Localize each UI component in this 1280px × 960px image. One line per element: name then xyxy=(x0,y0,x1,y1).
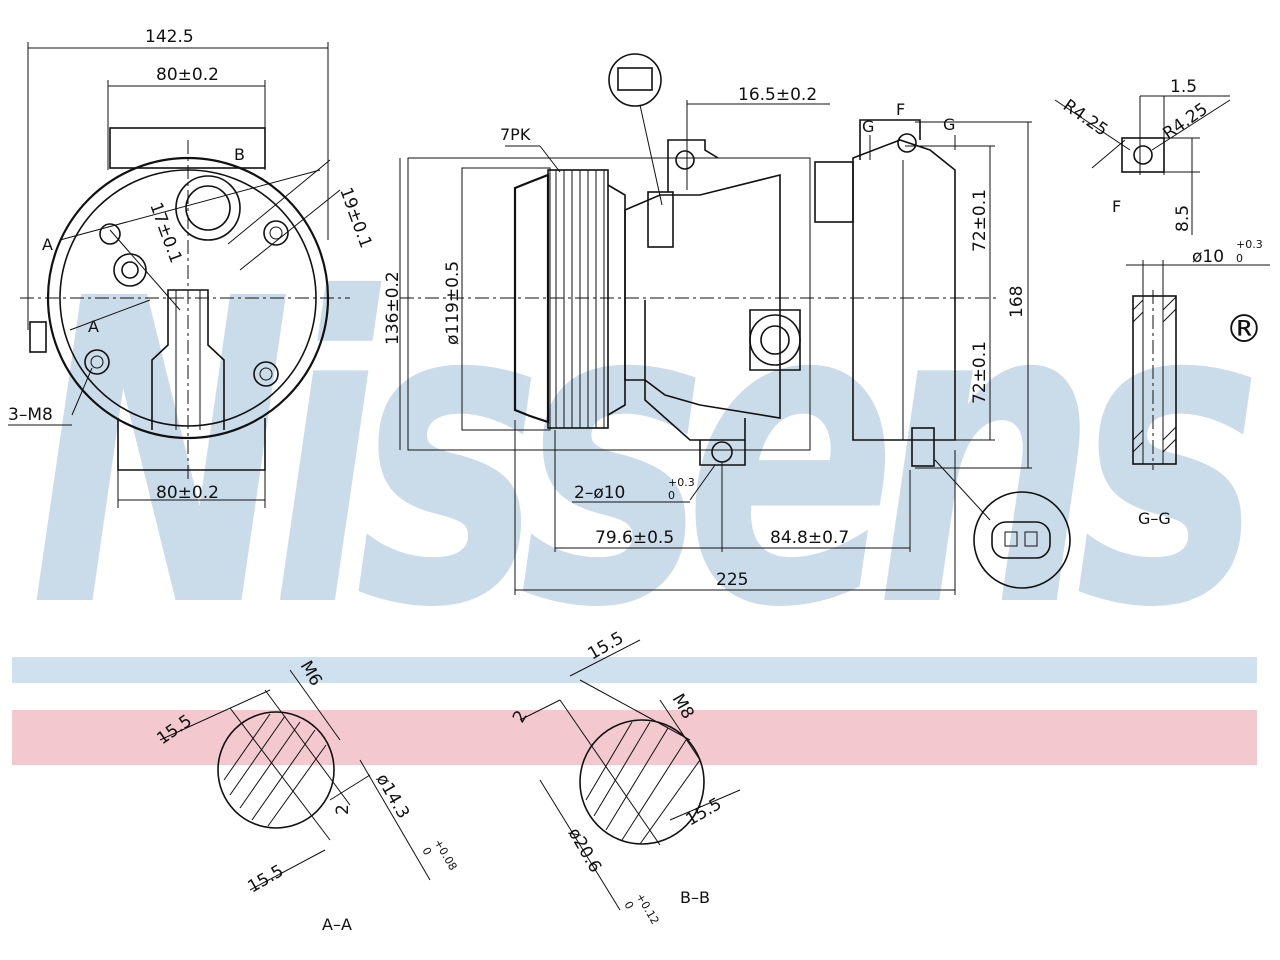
side-pulley-dim-box xyxy=(461,167,551,431)
front-hole-2 xyxy=(263,220,289,246)
dim-front-width-top: 80±0.2 xyxy=(156,65,219,85)
section-gg-dia-tol-upper: +0.3 xyxy=(1236,238,1263,251)
section-bb-dia-tol-lower: 0 xyxy=(621,899,636,912)
watermark-registered-mark: ® xyxy=(1225,307,1263,351)
side-rear-head xyxy=(852,139,956,441)
side-top-connector xyxy=(608,53,662,107)
front-hole-1 xyxy=(84,349,110,375)
section-bb-dia: ø20.6 xyxy=(564,825,605,877)
side-compressor-body xyxy=(624,173,781,419)
section-aa-circle xyxy=(217,711,335,829)
side-view: 136±0.2 ø119±0.5 7PK xyxy=(383,53,1071,595)
section-aa-d3: 2 xyxy=(333,804,353,815)
dim-side-offset-top: 16.5±0.2 xyxy=(738,85,817,105)
dim-side-mount-holes-tol-upper: +0.3 xyxy=(668,476,695,489)
dim-side-len-a: 79.6±0.5 xyxy=(595,528,674,548)
side-section-mark-f: F xyxy=(896,100,905,119)
side-bottom-connector-stub xyxy=(911,427,935,467)
front-port-b xyxy=(175,175,241,241)
watermark-band-red xyxy=(12,710,1257,765)
dim-side-mount-holes: 2–ø10 xyxy=(574,483,625,503)
section-bb-circle xyxy=(579,719,705,845)
dim-front-width-bottom: 80±0.2 xyxy=(156,483,219,503)
front-section-mark-a-upper: A xyxy=(42,235,53,254)
dim-side-height-136: 136±0.2 xyxy=(383,271,403,345)
section-aa-d4: 15.5 xyxy=(245,861,288,897)
detail-f-height: 8.5 xyxy=(1173,205,1193,232)
side-top-mount xyxy=(667,139,719,192)
detail-f-slot xyxy=(1121,137,1165,173)
dim-side-mount-holes-tol-lower: 0 xyxy=(668,489,675,502)
watermark-band-blue xyxy=(12,657,1257,683)
front-side-lug xyxy=(29,321,47,353)
dim-front-width-overall: 142.5 xyxy=(145,27,194,47)
section-gg-dia-tol-lower: 0 xyxy=(1236,252,1243,265)
dim-side-len-total: 225 xyxy=(716,570,748,590)
section-aa-title: A–A xyxy=(322,915,352,934)
dim-side-half-upper: 72±0.1 xyxy=(970,189,990,252)
section-bb-dia-tol-upper: +0.12 xyxy=(633,891,661,927)
section-gg-body xyxy=(1132,295,1177,465)
watermark-brand-text: Nissens xyxy=(30,211,1252,700)
dim-side-height-168: 168 xyxy=(1007,286,1027,318)
dim-side-half-lower: 72±0.1 xyxy=(970,341,990,404)
detail-f-width: 1.5 xyxy=(1170,77,1197,97)
side-pulley-grooves xyxy=(547,169,609,429)
side-section-mark-g-left: G xyxy=(862,117,874,136)
section-aa-dia: ø14.3 xyxy=(372,771,413,823)
section-aa-dia-tol-lower: 0 xyxy=(419,845,434,858)
section-gg-dia: ø10 xyxy=(1192,247,1224,267)
detail-f-radius-right: R4.25 xyxy=(1159,99,1211,144)
side-outline-frame xyxy=(407,157,811,451)
side-section-mark-g-right: G xyxy=(943,115,955,134)
front-section-mark-a-lower: A xyxy=(88,317,99,336)
front-port-a xyxy=(113,253,147,287)
watermark: Nissens ® xyxy=(12,211,1280,765)
front-hole-3 xyxy=(253,361,279,387)
side-bottom-connector-detail xyxy=(973,491,1071,589)
section-gg: ø10 +0.3 0 G–G xyxy=(1126,238,1270,528)
section-aa-dia-tol-upper: +0.08 xyxy=(431,837,459,873)
section-bb-title: B–B xyxy=(680,888,710,907)
front-thread-label: 3–M8 xyxy=(8,405,53,425)
front-section-mark-b: B xyxy=(234,145,245,164)
front-bottom-lug xyxy=(117,418,266,471)
dim-side-len-b: 84.8±0.7 xyxy=(770,528,849,548)
side-belt-label: 7PK xyxy=(500,125,531,144)
dim-side-pulley-dia: ø119±0.5 xyxy=(443,261,463,345)
detail-f-mark: F xyxy=(1112,197,1121,216)
detail-f-radius-left: R4.25 xyxy=(1059,96,1111,141)
section-gg-title: G–G xyxy=(1138,509,1171,528)
